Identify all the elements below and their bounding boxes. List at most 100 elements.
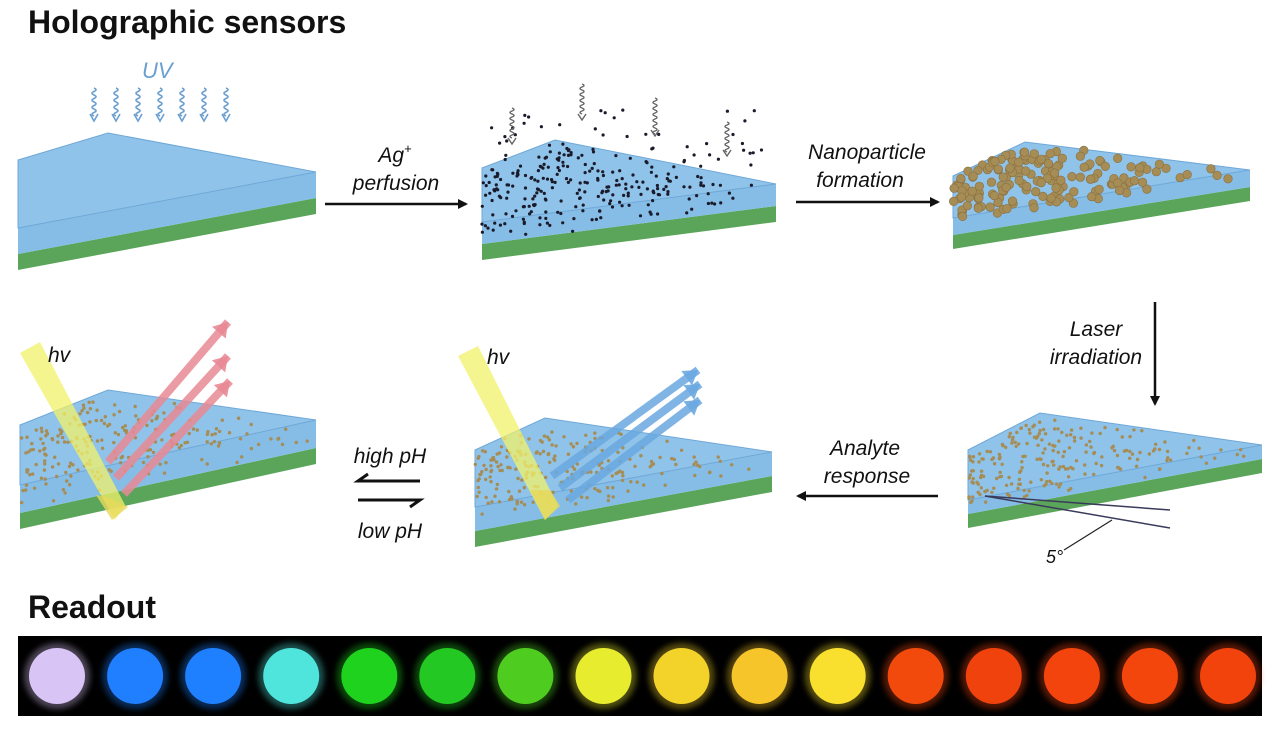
page-title: Holographic sensors	[28, 4, 346, 40]
nanoparticle-dot	[1002, 204, 1012, 214]
equilibrium-arrow-right	[358, 498, 425, 509]
nanoparticle-dot	[205, 432, 210, 437]
nanoparticle-dot	[663, 483, 667, 487]
silver-ion-dot	[567, 148, 571, 152]
nanoparticle-dot	[480, 512, 484, 516]
nanoparticle-dot	[1098, 431, 1102, 436]
nanoparticle-dot	[1041, 462, 1046, 467]
nanoparticle-dot	[1143, 475, 1147, 480]
nanoparticle-dot	[1057, 439, 1061, 443]
nanoparticle-dot	[620, 478, 625, 483]
photon-waves-icon	[507, 83, 732, 158]
gel-front-face	[953, 170, 1250, 235]
nanoparticle-dot	[1138, 450, 1142, 455]
silver-ion-dot	[706, 192, 710, 196]
nanoparticle-dot	[1037, 432, 1042, 436]
nanoparticle-dot	[1042, 484, 1046, 488]
nanoparticle-dot	[534, 451, 538, 455]
nanoparticle-dot	[971, 495, 975, 499]
nanoparticle-dot	[1020, 460, 1024, 464]
nanoparticle-dot	[476, 485, 480, 490]
silver-ion-dot	[646, 203, 650, 207]
nanoparticle-dot	[548, 460, 552, 464]
nanoparticle-dot	[1079, 426, 1083, 430]
nanoparticle-dot	[1043, 432, 1048, 436]
nanoparticle-dot	[1115, 453, 1120, 458]
silver-ion-dot	[499, 177, 503, 182]
silver-ion-dot	[594, 217, 599, 221]
nanoparticle-dot	[968, 454, 972, 459]
silver-ion-dot	[487, 180, 491, 185]
nanoparticle-dot	[621, 446, 625, 450]
nanoparticle-dot	[1147, 452, 1152, 456]
uv-waves-icon	[89, 87, 231, 123]
silver-ion-dot	[510, 214, 515, 218]
nanoparticle-dot	[39, 437, 43, 441]
silver-ion-dot	[649, 212, 653, 216]
nanoparticle-dot	[1113, 178, 1123, 188]
nanoparticle-dot	[19, 500, 24, 505]
nanoparticle-dot	[177, 446, 182, 450]
silver-ion-dot	[685, 211, 689, 215]
nanoparticle-dot	[494, 460, 499, 464]
silver-ion-dot	[509, 229, 513, 233]
nanoparticle-dot	[160, 438, 164, 442]
readout-spot	[185, 648, 242, 704]
reflected-beam-blue	[557, 380, 703, 492]
nanoparticle-dot	[150, 419, 154, 423]
silver-ion-dot	[666, 190, 670, 194]
silver-ion-dot	[719, 201, 723, 205]
nanoparticle-dot	[565, 469, 569, 474]
nanoparticle-dot	[1090, 431, 1094, 435]
nanoparticle-dot	[1187, 446, 1191, 450]
nanoparticle-dot	[25, 435, 29, 439]
reflected-beam-red	[113, 353, 231, 481]
nanoparticle-dot	[606, 459, 611, 463]
nanoparticle-dot	[172, 401, 177, 406]
nanoparticle-dot	[1031, 187, 1041, 197]
nanoparticle-dot	[486, 501, 490, 505]
nanoparticle-dot	[141, 460, 146, 465]
nanoparticle-dot	[993, 164, 1003, 174]
nanoparticle-dot	[660, 471, 664, 476]
reflected-beam-red	[104, 319, 232, 465]
nanoparticle-dot	[209, 442, 213, 446]
nanoparticle-dot	[552, 457, 556, 461]
nanoparticle-dot	[1041, 451, 1045, 455]
readout-spot	[107, 648, 164, 704]
nanoparticle-dot	[1154, 159, 1164, 169]
nanoparticle-dot	[747, 467, 751, 471]
ag-label: Ag+	[376, 141, 412, 167]
nanoparticle-dot	[1007, 435, 1011, 439]
silver-ion-dot	[537, 155, 541, 159]
nanoparticle-dot	[91, 400, 95, 404]
silver-ion-dot	[609, 199, 613, 203]
nanoparticle-dot	[1079, 436, 1083, 440]
nanoparticle-dot	[185, 440, 190, 444]
silver-ion-dot	[548, 223, 552, 227]
gel-slab-silver-ions	[480, 108, 777, 260]
nanoparticle-dot	[949, 183, 959, 193]
nanoparticle-dot	[515, 502, 519, 506]
silver-ion-dot	[651, 190, 655, 194]
nanoparticle-dot	[1206, 164, 1216, 174]
silver-ion-dot	[497, 194, 501, 198]
silver-ion-dot	[492, 188, 496, 192]
silver-ion-dot	[662, 187, 666, 191]
nanoparticle-dot	[1103, 425, 1107, 430]
silver-ion-dot	[711, 182, 715, 187]
nanoparticle-dot	[1058, 482, 1063, 486]
nanoparticle-dot	[957, 211, 968, 221]
nanoparticle-dot	[514, 467, 518, 471]
nanoparticle-dot	[30, 441, 34, 446]
nanoparticle-dot	[1016, 486, 1020, 491]
nanoparticle-dot	[1235, 452, 1240, 457]
analyte-label: Analyte	[828, 437, 900, 460]
nanoparticle-dot	[1134, 464, 1139, 468]
nanoparticle-dot	[214, 427, 219, 431]
silver-ion-dot	[604, 190, 608, 194]
silver-ion-dot	[528, 212, 532, 216]
silver-ion-dot	[527, 204, 531, 208]
nanoparticle-dot	[67, 464, 72, 469]
nanoparticle-dot	[123, 424, 128, 428]
